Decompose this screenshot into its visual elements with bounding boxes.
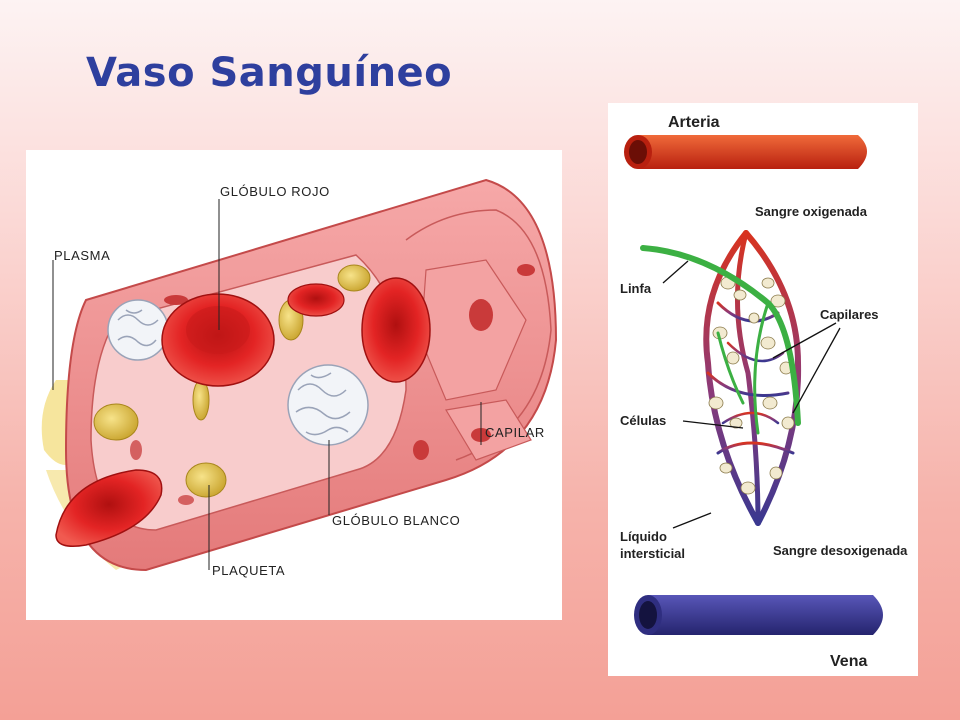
label-vena: Vena — [830, 653, 867, 670]
platelets — [93, 264, 371, 498]
lymph-vessel — [640, 245, 801, 435]
white-blood-cells — [107, 299, 369, 446]
label-linfa: Linfa — [620, 281, 652, 296]
artery — [624, 135, 867, 169]
leader-lines — [52, 199, 482, 570]
label-globulo-rojo: GLÓBULO ROJO — [220, 184, 330, 199]
vein — [634, 595, 883, 635]
label-liquido: Líquido — [620, 529, 667, 544]
label-capilar: CAPILAR — [485, 425, 545, 440]
label-intersticial: intersticial — [620, 546, 685, 561]
label-arteria: Arteria — [668, 114, 720, 131]
capillary-illustration: GLÓBULO ROJO PLASMA CAPILAR GLÓBULO BLAN… — [41, 178, 558, 578]
label-capilares: Capilares — [820, 307, 879, 322]
label-plaqueta: PLAQUETA — [212, 563, 285, 578]
label-sangre-desoxigenada: Sangre desoxigenada — [773, 543, 908, 558]
label-celulas: Células — [620, 413, 666, 428]
circulation-diagram: Arteria Sangre oxigenada Linfa Capilares… — [608, 103, 918, 676]
leader-lines-right — [662, 260, 841, 529]
tissue-cells — [708, 276, 795, 495]
label-sangre-oxigenada: Sangre oxigenada — [755, 204, 868, 219]
capillary-network — [703, 164, 802, 600]
label-plasma: PLASMA — [54, 248, 110, 263]
slide-title: Vaso Sanguíneo — [86, 50, 453, 96]
label-globulo-blanco: GLÓBULO BLANCO — [332, 513, 460, 528]
circulation-illustration: Arteria Sangre oxigenada Linfa Capilares… — [620, 114, 908, 670]
capillary-diagram: GLÓBULO ROJO PLASMA CAPILAR GLÓBULO BLAN… — [26, 150, 562, 620]
red-blood-cells — [55, 277, 431, 547]
